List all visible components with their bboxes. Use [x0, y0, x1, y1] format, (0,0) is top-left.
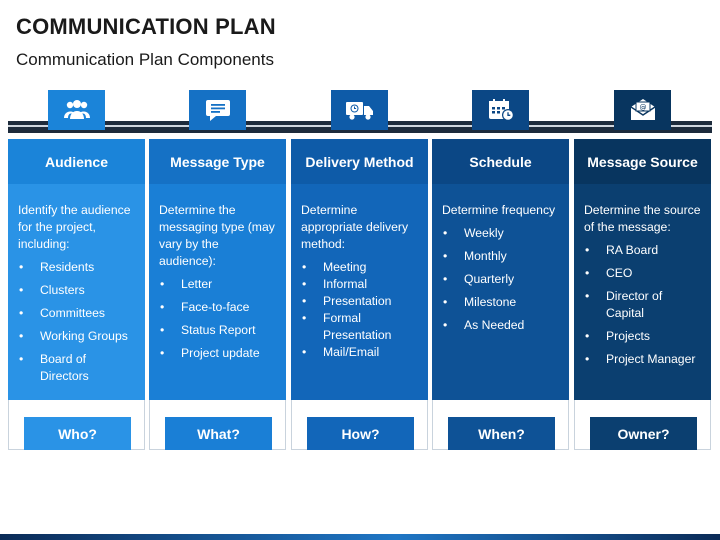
- list-item: RA Board: [584, 242, 703, 259]
- column-schedule: Schedule Determine frequency Weekly Mont…: [432, 90, 569, 450]
- list-item: Mail/Email: [301, 344, 420, 361]
- page-subtitle: Communication Plan Components: [16, 50, 274, 69]
- column-audience: Audience Identify the audience for the p…: [8, 90, 145, 450]
- list-item: Projects: [584, 328, 703, 345]
- list-item: Milestone: [442, 294, 561, 311]
- column-list: Weekly Monthly Quarterly Milestone As Ne…: [442, 225, 561, 334]
- list-item: Letter: [159, 276, 278, 293]
- delivery-truck-icon: [331, 90, 388, 130]
- column-footer: When?: [432, 400, 569, 450]
- column-intro: Identify the audience for the project, i…: [18, 203, 131, 251]
- list-item: Director of Capital: [584, 288, 703, 322]
- column-intro: Determine appropriate delivery method:: [301, 203, 409, 251]
- list-item: Face-to-face: [159, 299, 278, 316]
- people-icon: [48, 90, 105, 130]
- question-badge: Who?: [24, 417, 131, 450]
- column-heading: Schedule: [432, 139, 569, 184]
- list-item: Quarterly: [442, 271, 561, 288]
- column-list: Meeting Informal Presentation Formal Pre…: [301, 259, 420, 361]
- component-columns: Audience Identify the audience for the p…: [8, 90, 712, 450]
- column-footer: How?: [291, 400, 428, 450]
- chat-bubble-icon: [189, 90, 246, 130]
- question-badge: Owner?: [590, 417, 697, 450]
- list-item: Committees: [18, 305, 137, 322]
- column-footer: Who?: [8, 400, 145, 450]
- column-message-type: Message Type Determine the messaging typ…: [149, 90, 286, 450]
- list-item: Informal: [301, 276, 420, 293]
- column-list: RA Board CEO Director of Capital Project…: [584, 242, 703, 368]
- list-item: As Needed: [442, 317, 561, 334]
- column-body: Determine appropriate delivery method: M…: [291, 184, 428, 400]
- column-body: Determine the messaging type (may vary b…: [149, 184, 286, 400]
- list-item: Project update: [159, 345, 278, 362]
- list-item: Working Groups: [18, 328, 137, 345]
- column-heading: Message Type: [149, 139, 286, 184]
- column-footer: What?: [149, 400, 286, 450]
- calendar-clock-icon: [472, 90, 529, 130]
- svg-text:@: @: [639, 104, 646, 112]
- column-list: Letter Face-to-face Status Report Projec…: [159, 276, 278, 362]
- email-envelope-icon: @: [614, 90, 671, 130]
- question-badge: How?: [307, 417, 414, 450]
- list-item: Meeting: [301, 259, 420, 276]
- column-body: Determine frequency Weekly Monthly Quart…: [432, 184, 569, 400]
- question-badge: What?: [165, 417, 272, 450]
- column-list: Residents Clusters Committees Working Gr…: [18, 259, 137, 385]
- list-item: Monthly: [442, 248, 561, 265]
- page-title: COMMUNICATION PLAN: [16, 14, 276, 39]
- column-delivery-method: Delivery Method Determine appropriate de…: [291, 90, 428, 450]
- list-item: CEO: [584, 265, 703, 282]
- column-heading: Delivery Method: [291, 139, 428, 184]
- column-intro: Determine the source of the message:: [584, 203, 701, 234]
- column-intro: Determine the messaging type (may vary b…: [159, 203, 275, 268]
- list-item: Presentation: [301, 293, 420, 310]
- column-intro: Determine frequency: [442, 203, 556, 217]
- list-item: Board of Directors: [18, 351, 137, 385]
- column-body: Identify the audience for the project, i…: [8, 184, 145, 400]
- question-badge: When?: [448, 417, 555, 450]
- list-item: Residents: [18, 259, 137, 276]
- column-footer: Owner?: [574, 400, 711, 450]
- column-message-source: @ Message Source Determine the source of…: [574, 90, 711, 450]
- list-item: Status Report: [159, 322, 278, 339]
- list-item: Formal Presentation: [301, 310, 420, 344]
- list-item: Project Manager: [584, 351, 703, 368]
- list-item: Clusters: [18, 282, 137, 299]
- bottom-accent-band: [0, 534, 720, 540]
- list-item: Weekly: [442, 225, 561, 242]
- column-body: Determine the source of the message: RA …: [574, 184, 711, 400]
- column-heading: Message Source: [574, 139, 711, 184]
- column-heading: Audience: [8, 139, 145, 184]
